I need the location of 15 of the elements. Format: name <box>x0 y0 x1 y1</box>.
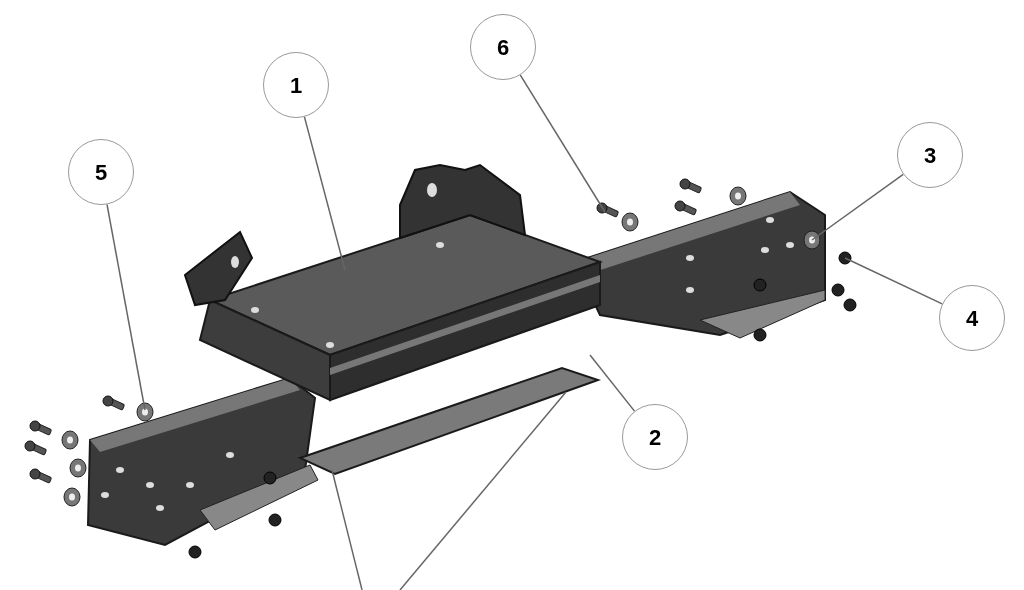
callout-number: 6 <box>496 33 510 62</box>
callout-number: 5 <box>94 158 108 187</box>
base-plate <box>297 366 602 476</box>
callout-number: 1 <box>289 71 303 100</box>
leader-line <box>844 257 943 305</box>
leader-line <box>106 203 146 411</box>
leader-line <box>399 391 567 590</box>
leader-line <box>811 173 904 241</box>
callout-number: 3 <box>923 141 937 170</box>
callout-number: 2 <box>648 423 662 452</box>
leader-line <box>519 74 606 213</box>
leader-line <box>589 354 636 412</box>
leader-line <box>303 116 346 271</box>
leader-line <box>331 469 363 590</box>
callout-number: 4 <box>965 304 979 333</box>
